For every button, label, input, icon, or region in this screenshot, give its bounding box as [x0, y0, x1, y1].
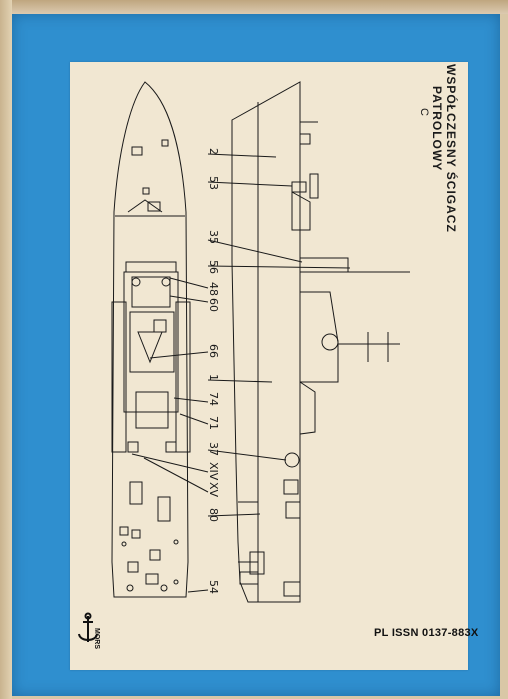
- publisher-logo-text: MORS: [93, 628, 100, 649]
- callout-1: 1: [207, 374, 220, 381]
- page-edge-left: [0, 0, 12, 699]
- title-line-1: WSPÓŁCZESNY ŚCIGACZ: [444, 64, 458, 233]
- publisher-anchor-logo: [78, 612, 98, 642]
- ship-drawing: [111, 81, 410, 603]
- title-block: WSPÓŁCZESNY ŚCIGACZ PATROLOWY C: [418, 64, 458, 233]
- title-mark: C: [418, 108, 430, 117]
- callout-53: 53: [207, 176, 220, 190]
- hull-profile-outline: [231, 81, 301, 603]
- callout-66: 66: [207, 344, 220, 358]
- callout-2: 2: [207, 148, 220, 155]
- callout-35: 35: [207, 230, 220, 244]
- hull-plan-outline: [111, 81, 189, 598]
- title-line-2: PATROLOWY: [430, 86, 444, 172]
- callout-71: 71: [207, 416, 220, 430]
- page-edge-top: [0, 0, 508, 14]
- callout-54: 54: [207, 580, 220, 594]
- callout-xiv: XIV: [207, 462, 220, 481]
- callout-37: 37: [207, 442, 220, 456]
- blueprint-panel: WSPÓŁCZESNY ŚCIGACZ PATROLOWY C 2 53 35 …: [70, 62, 468, 670]
- callout-56: 56: [207, 260, 220, 274]
- callout-60: 60: [207, 298, 220, 312]
- callout-xv: XV: [207, 482, 220, 498]
- issn-number: PL ISSN 0137-883X: [374, 627, 479, 639]
- callout-80: 80: [207, 508, 220, 522]
- callout-48: 48: [207, 282, 220, 296]
- callout-74: 74: [207, 392, 220, 406]
